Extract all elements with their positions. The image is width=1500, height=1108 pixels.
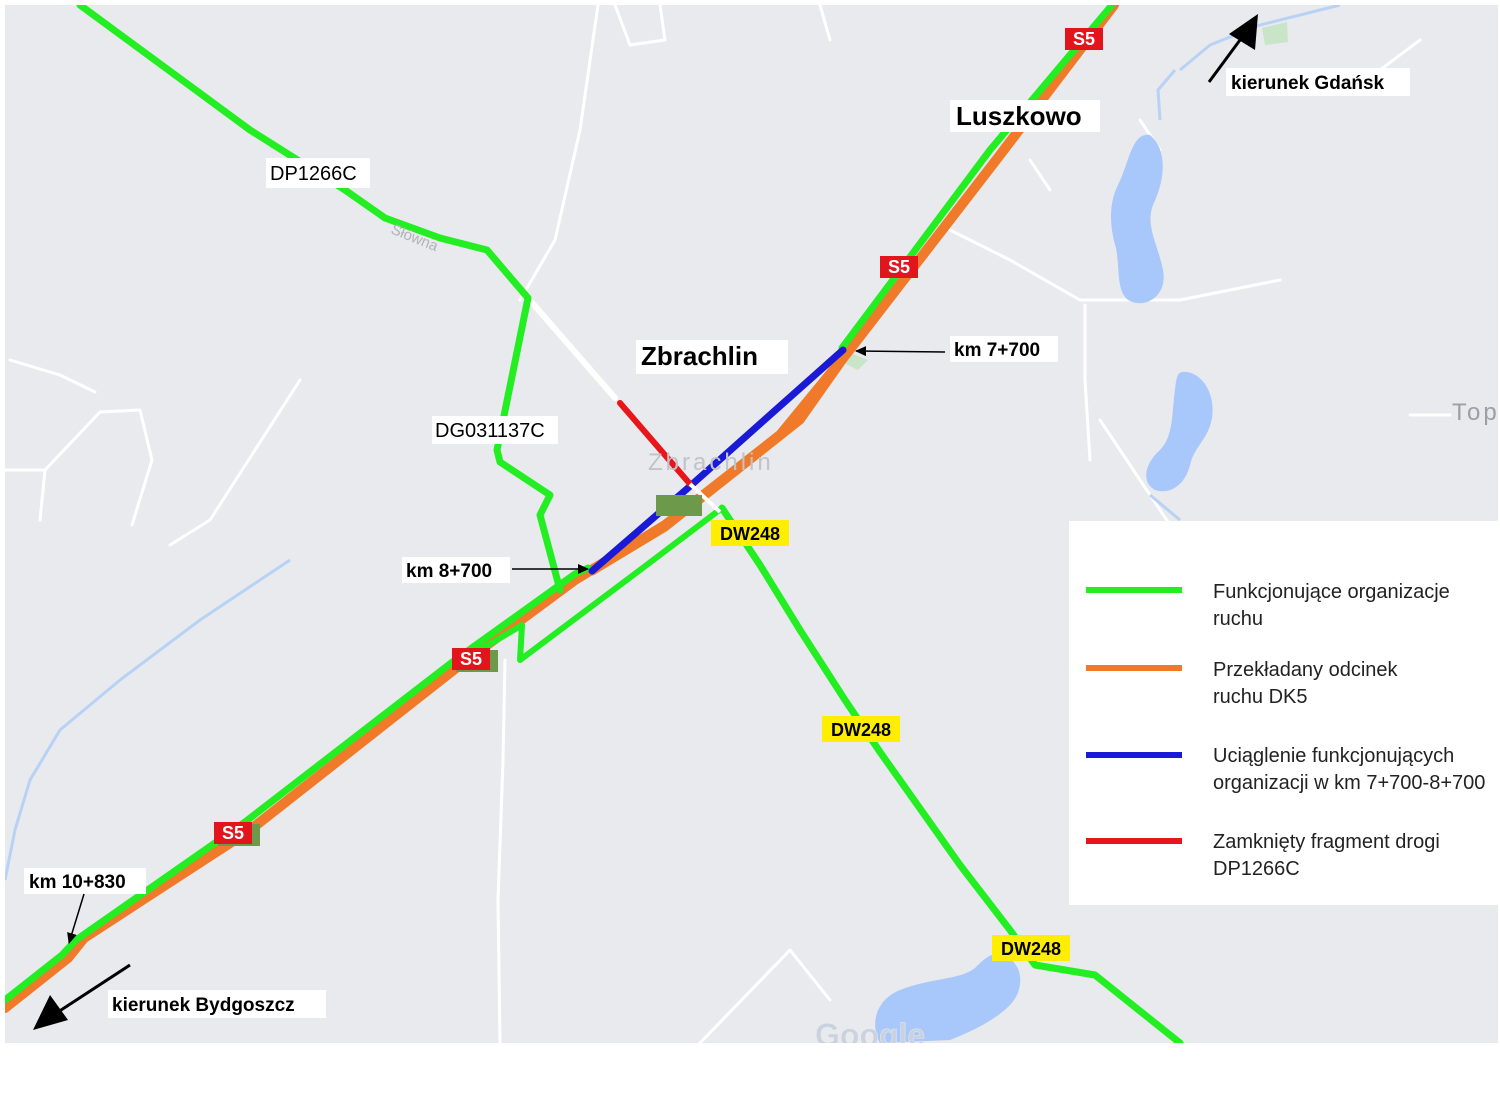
km-marker-10830: km 10+830 [24, 868, 146, 944]
road-label-dg031137c: DG031137C [432, 416, 558, 444]
svg-text:ruchu: ruchu [1213, 608, 1263, 630]
legend-item-orange: Przekładany odcinek ruchu DK5 [1086, 659, 1399, 708]
svg-text:DW248: DW248 [831, 720, 891, 740]
svg-text:Zamknięty fragment drogi: Zamknięty fragment drogi [1213, 831, 1440, 853]
arrow-down-left-icon [33, 995, 68, 1030]
svg-text:DW248: DW248 [720, 524, 780, 544]
dw248-shield: DW248 [992, 935, 1070, 961]
dw248-shield: DW248 [711, 520, 789, 546]
direction-gdansk: kierunek Gdańsk [1207, 14, 1410, 96]
svg-text:km 7+700: km 7+700 [954, 340, 1040, 361]
s5-shield: S5 [1065, 28, 1103, 50]
faded-town-label: Zbrachlin [648, 449, 774, 476]
km-marker-7700: km 7+700 [855, 336, 1058, 362]
green-areas [846, 22, 1288, 370]
km-marker-8700: km 8+700 [402, 557, 589, 583]
minor-roads [5, 5, 1452, 1043]
faded-place-label-top: Top [1452, 399, 1500, 426]
s5-shield: S5 [214, 822, 252, 844]
svg-text:S5: S5 [1073, 29, 1095, 49]
s5-shield: S5 [452, 648, 490, 670]
svg-text:Funkcjonujące organizacje: Funkcjonujące organizacje [1213, 581, 1450, 603]
svg-text:Zbrachlin: Zbrachlin [641, 341, 758, 371]
svg-text:DP1266C: DP1266C [270, 163, 357, 185]
lake-south [875, 954, 1021, 1043]
svg-text:Przekładany odcinek: Przekładany odcinek [1213, 659, 1399, 681]
arrow-up-right-icon [1229, 14, 1258, 50]
dw248-shield: DW248 [822, 716, 900, 742]
legend: Funkcjonujące organizacje ruchu Przekład… [1069, 521, 1500, 905]
lake-middle [1146, 371, 1213, 492]
s5-shield: S5 [880, 256, 918, 278]
svg-text:kierunek Bydgoszcz: kierunek Bydgoszcz [112, 995, 295, 1016]
svg-text:DP1266C: DP1266C [1213, 858, 1300, 880]
legend-item-red: Zamknięty fragment drogi DP1266C [1086, 831, 1440, 880]
svg-text:km 10+830: km 10+830 [29, 872, 126, 893]
town-label-zbrachlin: Zbrachlin [636, 340, 788, 374]
svg-text:km 8+700: km 8+700 [406, 561, 492, 582]
svg-text:organizacji w km 7+700-8+700: organizacji w km 7+700-8+700 [1213, 772, 1485, 794]
legend-item-green: Funkcjonujące organizacje ruchu [1086, 581, 1450, 630]
svg-text:S5: S5 [460, 649, 482, 669]
road-junction-stub [688, 482, 722, 514]
google-logo: Google [815, 1017, 925, 1053]
route-red [617, 400, 693, 487]
lake-north [1111, 134, 1164, 304]
svg-text:DG031137C: DG031137C [435, 420, 545, 442]
legend-item-blue: Uciąglenie funkcjonujących organizacji w… [1086, 745, 1485, 794]
town-label-luszkowo: Luszkowo [950, 100, 1100, 132]
route-blue [588, 346, 847, 575]
svg-text:Uciąglenie funkcjonujących: Uciąglenie funkcjonujących [1213, 745, 1454, 767]
route-orange [5, 5, 1119, 1013]
svg-text:DW248: DW248 [1001, 939, 1061, 959]
svg-text:S5: S5 [888, 257, 910, 277]
road-shield-background [656, 495, 702, 516]
svg-text:kierunek Gdańsk: kierunek Gdańsk [1231, 73, 1385, 94]
road-dp1266c-white-segment [525, 295, 618, 401]
svg-text:ruchu DK5: ruchu DK5 [1213, 686, 1308, 708]
road-label-dp1266c: DP1266C [266, 158, 370, 188]
direction-bydgoszcz: kierunek Bydgoszcz [33, 963, 326, 1030]
lakes [875, 134, 1213, 1043]
svg-text:S5: S5 [222, 823, 244, 843]
svg-text:Luszkowo: Luszkowo [956, 101, 1082, 131]
